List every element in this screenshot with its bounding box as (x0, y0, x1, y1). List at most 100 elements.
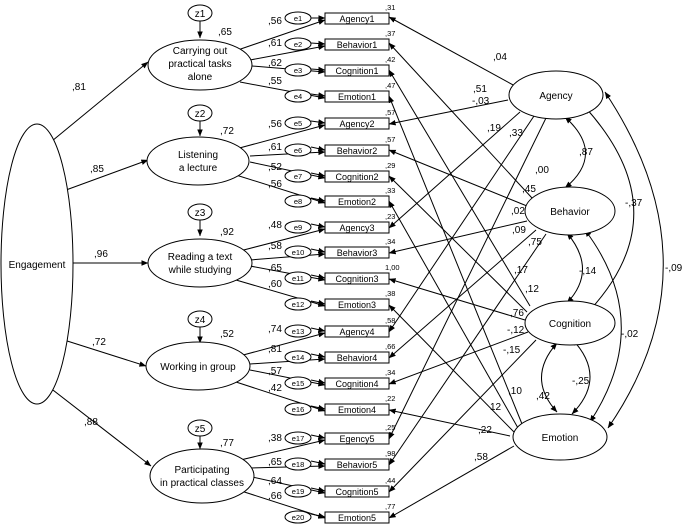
svg-text:,81: ,81 (72, 82, 86, 93)
indicator-box (324, 195, 390, 208)
indicator-box (324, 246, 390, 259)
loading-label: ,66 (268, 491, 282, 502)
svg-text:Behavior: Behavior (550, 207, 590, 218)
indicator-box (324, 511, 390, 524)
indicator-r2: ,37 (385, 29, 395, 38)
indicator-box (324, 144, 390, 157)
error-label: e16 (292, 405, 305, 414)
loading-label: ,65 (268, 457, 282, 468)
indicator-label: Agency3 (339, 223, 374, 233)
indicator-r2: ,33 (385, 186, 395, 195)
error-arrows (310, 15, 326, 519)
svg-text:,45: ,45 (522, 184, 536, 195)
error-label: e9 (294, 223, 302, 232)
factor-agency: Agency (508, 70, 604, 120)
svg-text:-,12: -,12 (507, 325, 525, 336)
svg-text:Emotion: Emotion (542, 433, 579, 444)
svg-text:,65: ,65 (218, 27, 232, 38)
svg-text:,12: ,12 (525, 284, 539, 295)
error-term (284, 169, 312, 183)
error-label: e1 (294, 14, 302, 23)
svg-text:z4: z4 (195, 315, 206, 326)
svg-text:,02: ,02 (511, 206, 525, 217)
covariance-labels: ,87 -,37 -,09 -,14 -,02 -,25 ,42 (536, 147, 683, 402)
svg-text:Agency: Agency (539, 91, 572, 102)
error-label: e2 (294, 40, 302, 49)
error-label: e14 (292, 353, 305, 362)
svg-text:,87: ,87 (579, 147, 593, 158)
error-label: e20 (292, 513, 305, 522)
loading-label: ,56 (268, 119, 282, 130)
indicator-label: Agency1 (339, 14, 374, 24)
svg-text:,42: ,42 (536, 391, 550, 402)
error-label: e13 (292, 327, 305, 336)
indicator-label: Behavior5 (337, 460, 378, 470)
svg-text:z5: z5 (195, 424, 206, 435)
indicator-r2: ,98 (385, 449, 395, 458)
error-label: e5 (294, 119, 302, 128)
indicator-box (324, 351, 390, 364)
indicator-label: Cognition4 (335, 379, 378, 389)
indicator-r2: ,29 (385, 161, 395, 170)
loading-label: ,48 (268, 220, 282, 231)
loading-label: ,52 (268, 162, 282, 173)
indicator-box (324, 64, 390, 77)
svg-text:-,02: -,02 (621, 329, 639, 340)
svg-text:,51: ,51 (473, 84, 487, 95)
svg-text:,52: ,52 (220, 329, 234, 340)
svg-text:,96: ,96 (94, 249, 108, 260)
loading-label: ,61 (268, 38, 282, 49)
error-term (284, 194, 312, 208)
svg-text:,58: ,58 (474, 452, 488, 463)
svg-text:z3: z3 (195, 208, 206, 219)
indicator-box (324, 12, 390, 25)
indicator-box (324, 117, 390, 130)
loading-label: ,65 (268, 263, 282, 274)
method-paths (388, 16, 547, 519)
svg-text:a lecture: a lecture (179, 163, 218, 174)
indicator-label: Behavior1 (337, 40, 378, 50)
factor-tasks: Carrying out practical tasks alone (147, 39, 253, 91)
loading-label: ,56 (268, 16, 282, 27)
indicator-box (324, 38, 390, 51)
indicator-r2: ,66 (385, 342, 395, 351)
error-label: e11 (292, 274, 304, 283)
indicator-r2: ,23 (385, 212, 395, 221)
error-label: e3 (294, 66, 302, 75)
loading-label: ,55 (268, 76, 282, 87)
z-r2-labels: ,65 ,72 ,92 ,52 ,77 (218, 27, 234, 449)
svg-text:,72: ,72 (92, 337, 106, 348)
cross-loading-labels: ,04 ,51 -,03 ,19 ,33 ,00 ,45 ,02 ,09 ,75… (472, 52, 549, 463)
error-label: e4 (294, 92, 302, 101)
loading-label: ,38 (268, 433, 282, 444)
error-term (284, 510, 312, 524)
error-term (284, 245, 312, 259)
error-term (284, 37, 312, 51)
svg-text:Reading a text: Reading a text (168, 252, 233, 263)
indicator-r2: ,57 (385, 108, 395, 117)
svg-text:-,14: -,14 (579, 266, 597, 277)
svg-text:practical tasks: practical tasks (168, 59, 231, 70)
svg-text:,00: ,00 (535, 165, 549, 176)
error-label: e17 (292, 434, 305, 443)
indicator-label: Emotion5 (338, 513, 376, 523)
indicator-box (324, 298, 390, 311)
error-term (284, 484, 312, 498)
indicator-r2: ,25 (385, 423, 395, 432)
indicator-box (324, 485, 390, 498)
error-term (284, 63, 312, 77)
indicator-r2: ,44 (385, 476, 395, 485)
error-term (284, 11, 312, 25)
indicator-r2: ,57 (385, 135, 395, 144)
indicator-label: Cognition1 (335, 66, 378, 76)
svg-text:-,37: -,37 (625, 198, 643, 209)
indicator-label: Agency4 (339, 327, 374, 337)
engagement-ellipse: Engagement (0, 123, 74, 405)
indicator-r2: ,31 (385, 3, 395, 12)
svg-text:12: 12 (490, 402, 502, 413)
indicator-label: Cognition2 (335, 172, 378, 182)
svg-text:alone: alone (188, 72, 213, 83)
svg-text:Cognition: Cognition (549, 319, 591, 330)
loading-label: ,81 (268, 344, 282, 355)
